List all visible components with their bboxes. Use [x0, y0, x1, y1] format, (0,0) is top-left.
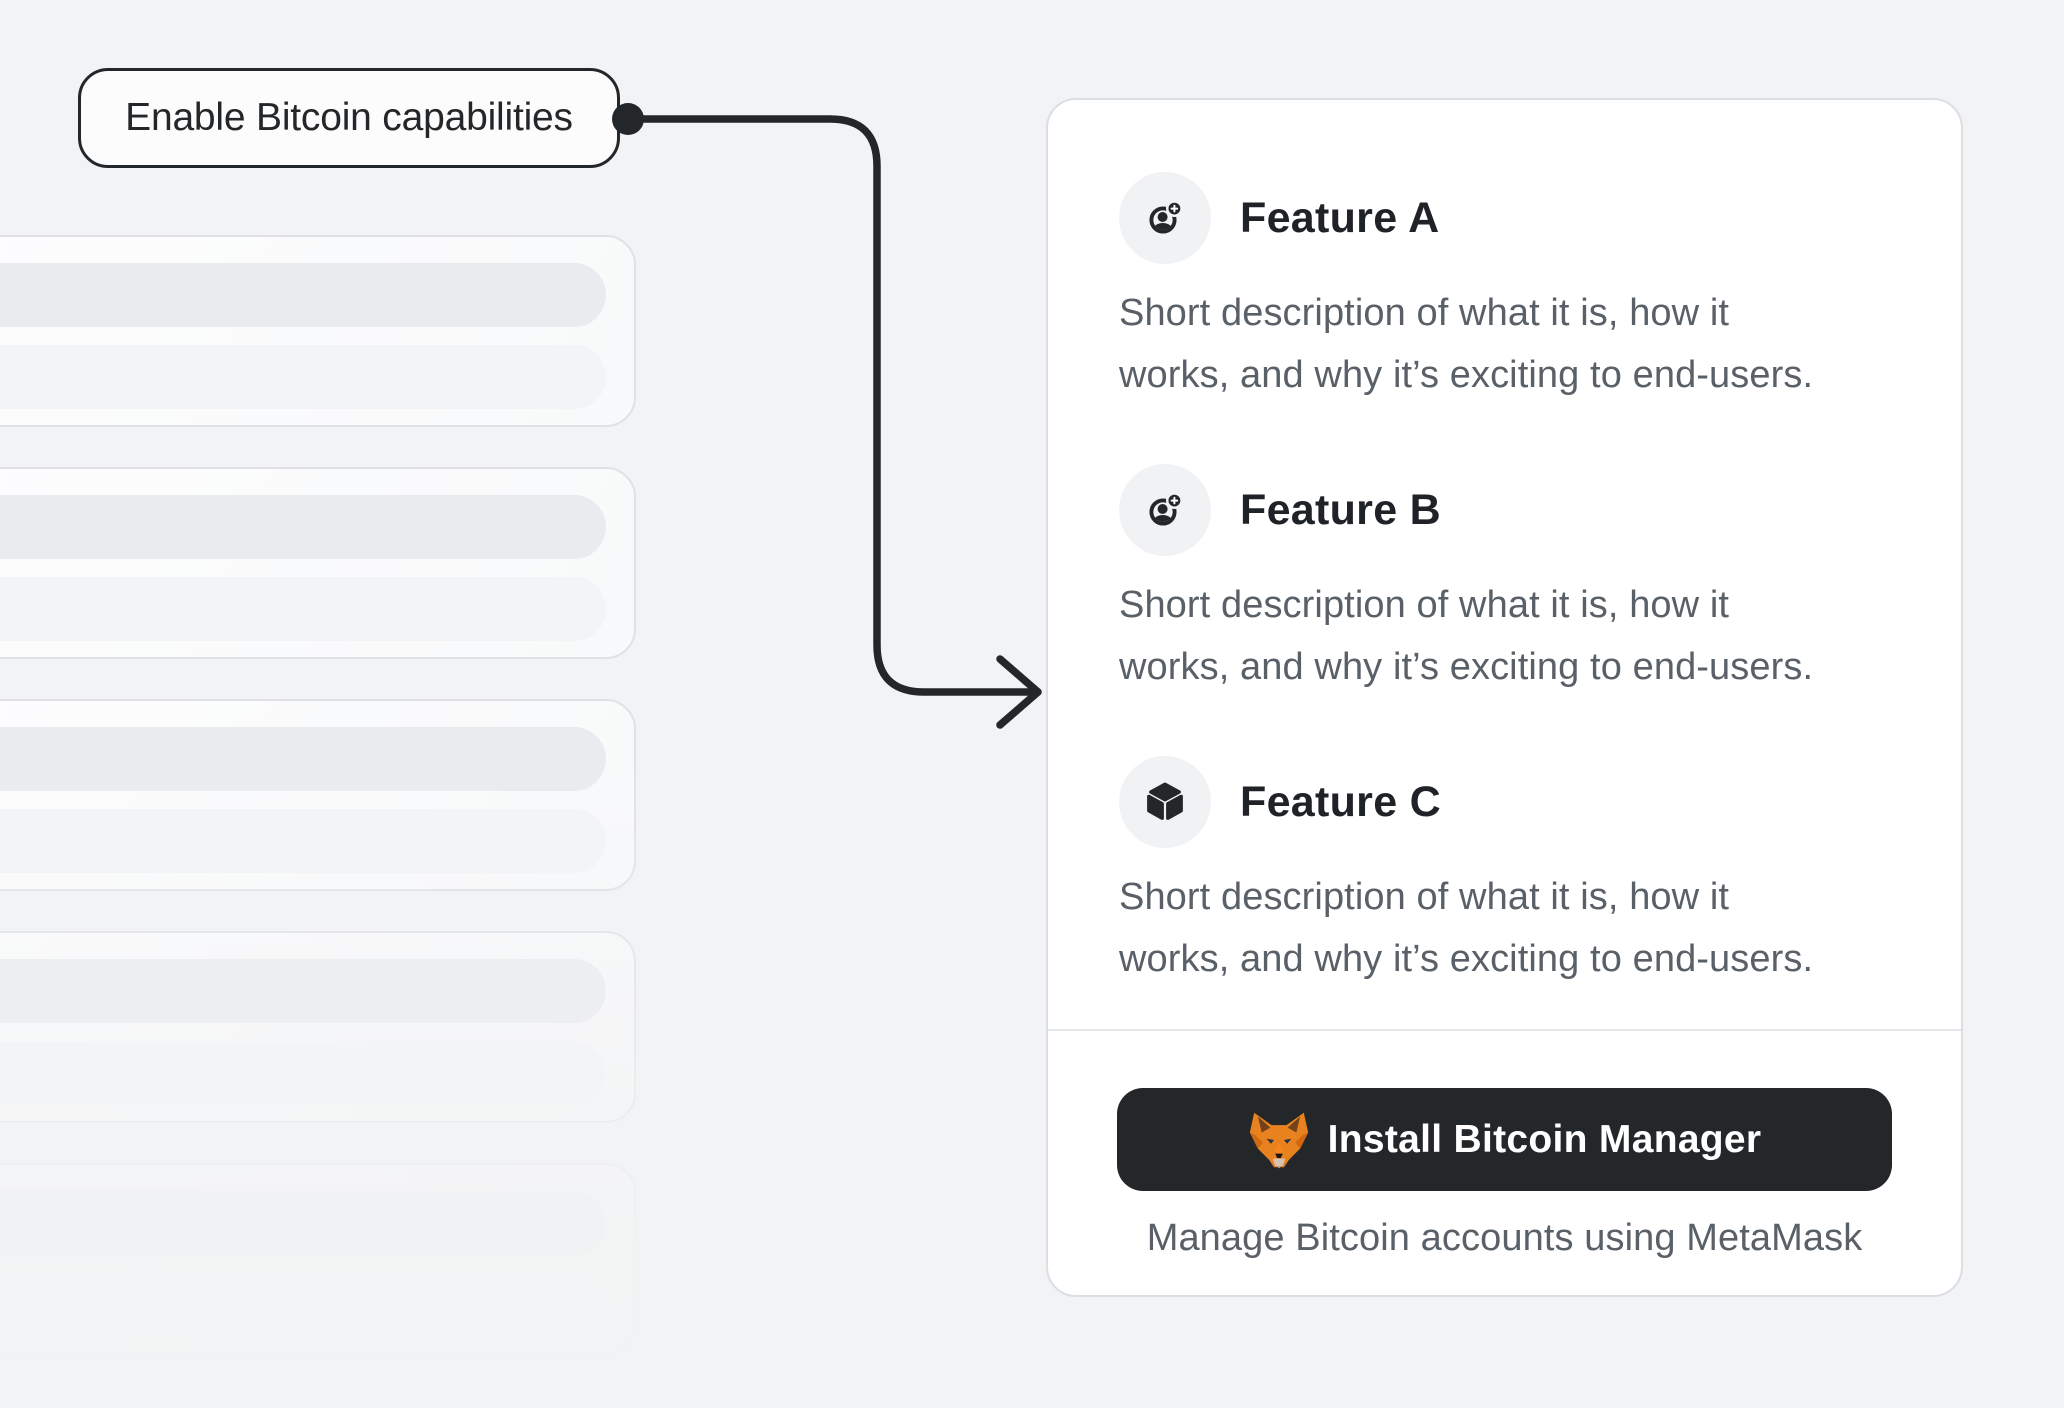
callout-text: Enable Bitcoin capabilities [125, 96, 573, 139]
skeleton-card [0, 699, 636, 891]
metamask-fox-icon [1248, 1111, 1310, 1169]
person-add-icon [1119, 464, 1211, 556]
features-card: Feature A Short description of what it i… [1046, 98, 1963, 1297]
feature-block-a: Feature A Short description of what it i… [1119, 172, 1895, 406]
feature-block-c: Feature C Short description of what it i… [1119, 756, 1895, 990]
feature-row: Feature C [1119, 756, 1895, 848]
skeleton-line [0, 495, 606, 559]
skeleton-line [0, 577, 606, 641]
skeleton-line [0, 1273, 606, 1337]
skeleton-card [0, 467, 636, 659]
skeleton-card [0, 931, 636, 1123]
skeleton-line [0, 263, 606, 327]
install-caption: Manage Bitcoin accounts using MetaMask [1146, 1217, 1863, 1259]
feature-description: Short description of what it is, how it … [1119, 584, 1814, 688]
skeleton-line [0, 959, 606, 1023]
skeleton-card [0, 1163, 636, 1355]
feature-title: Feature C [1240, 777, 1442, 826]
skeleton-line [0, 1041, 606, 1105]
feature-row: Feature A [1119, 172, 1895, 264]
feature-description: Short description of what it is, how it … [1119, 292, 1814, 396]
skeleton-line [0, 809, 606, 873]
feature-row: Feature B [1119, 464, 1895, 556]
skeleton-card [0, 235, 636, 427]
skeleton-line [0, 727, 606, 791]
install-bitcoin-manager-button[interactable]: Install Bitcoin Manager [1117, 1088, 1892, 1191]
install-button-label: Install Bitcoin Manager [1327, 1117, 1762, 1161]
person-add-icon [1119, 172, 1211, 264]
features-section: Feature A Short description of what it i… [1048, 100, 1961, 990]
cube-icon [1119, 756, 1211, 848]
install-section: Install Bitcoin Manager Manage Bitcoin a… [1048, 1031, 1961, 1260]
skeleton-line [0, 345, 606, 409]
feature-description: Short description of what it is, how it … [1119, 876, 1814, 980]
skeleton-line [0, 1191, 606, 1255]
divider [1048, 1029, 1961, 1031]
feature-block-b: Feature B Short description of what it i… [1119, 464, 1895, 698]
feature-title: Feature B [1240, 485, 1442, 534]
feature-title: Feature A [1240, 193, 1440, 242]
callout-label: Enable Bitcoin capabilities [78, 68, 620, 168]
